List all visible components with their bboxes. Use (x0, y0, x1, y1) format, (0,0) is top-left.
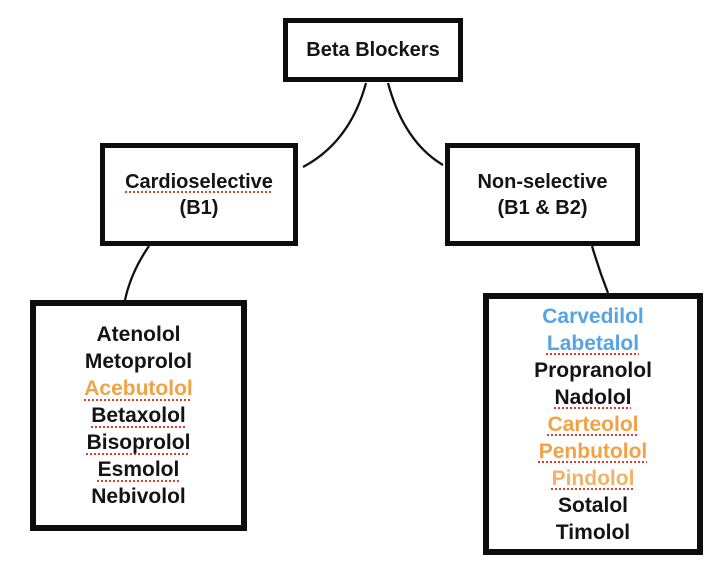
drug-item: Propranolol (534, 358, 652, 382)
drug-item: Labetalol (546, 331, 640, 355)
connector-nonselective-to-list (590, 245, 610, 294)
connector-cardioselective-to-list (123, 245, 150, 301)
connector-root-to-nonselective (386, 82, 444, 166)
branch-cardioselective-subtitle: (B1) (179, 196, 219, 219)
drug-item: Betaxolol (91, 404, 186, 427)
branch-nonselective-subtitle: (B1 & B2) (497, 196, 588, 219)
drug-item: Esmolol (97, 458, 180, 481)
drug-item: Nebivolol (91, 485, 186, 508)
drug-item: Atenolol (96, 323, 181, 346)
drug-item: Pindolol (551, 466, 635, 490)
drug-item: Metoprolol (84, 350, 193, 373)
drug-item: Nadolol (554, 385, 632, 409)
drug-item: Timolol (555, 520, 631, 544)
drug-list-cardioselective: Atenolol Metoprolol Acebutolol Betaxolol… (30, 300, 247, 531)
drug-list-nonselective: Carvedilol Labetalol Propranolol Nadolol… (483, 293, 703, 555)
drug-item: Bisoprolol (86, 431, 191, 454)
branch-node-cardioselective: Cardioselective (B1) (100, 143, 298, 246)
branch-nonselective-title: Non-selective (477, 170, 608, 193)
drug-item: Penbutolol (538, 439, 648, 463)
drug-item: Sotalol (557, 493, 628, 517)
root-node-beta-blockers: Beta Blockers (283, 18, 463, 82)
root-node-label: Beta Blockers (306, 38, 440, 61)
drug-item: Carteolol (547, 412, 639, 436)
branch-cardioselective-title: Cardioselective (125, 170, 273, 193)
branch-node-nonselective: Non-selective (B1 & B2) (445, 143, 640, 246)
drug-item: Acebutolol (84, 377, 193, 400)
drug-item: Carvedilol (542, 304, 644, 328)
connector-root-to-cardioselective (302, 82, 368, 169)
